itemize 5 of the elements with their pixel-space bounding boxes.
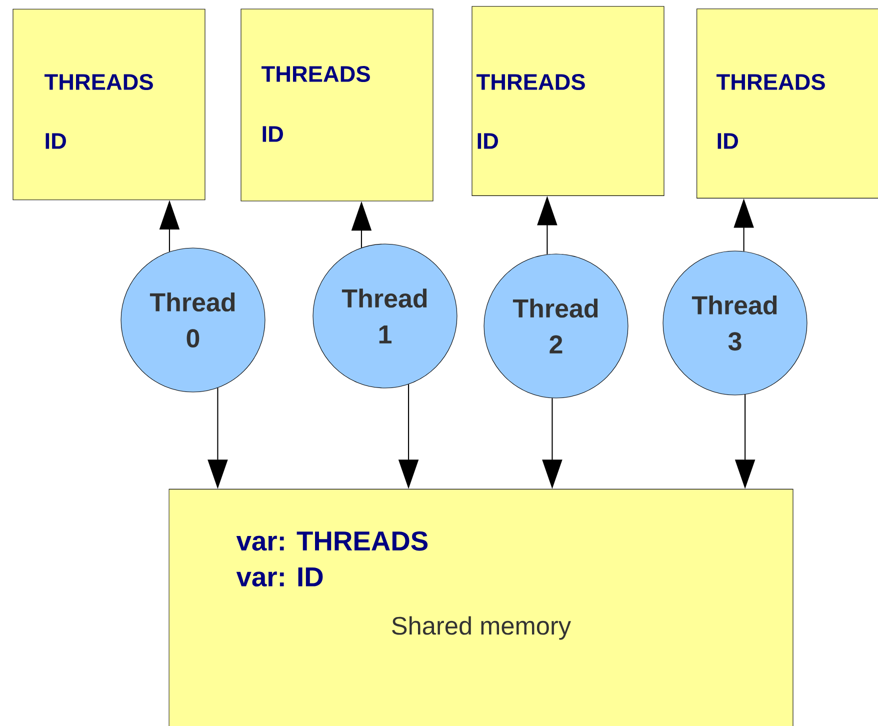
box: THREADS ID	[12, 8, 206, 200]
box: THREADS ID	[240, 8, 434, 202]
box: THREADS ID	[472, 6, 664, 196]
box: var: THREADS var: ID Shared memory	[168, 488, 794, 726]
box: THREADS ID	[696, 8, 878, 198]
